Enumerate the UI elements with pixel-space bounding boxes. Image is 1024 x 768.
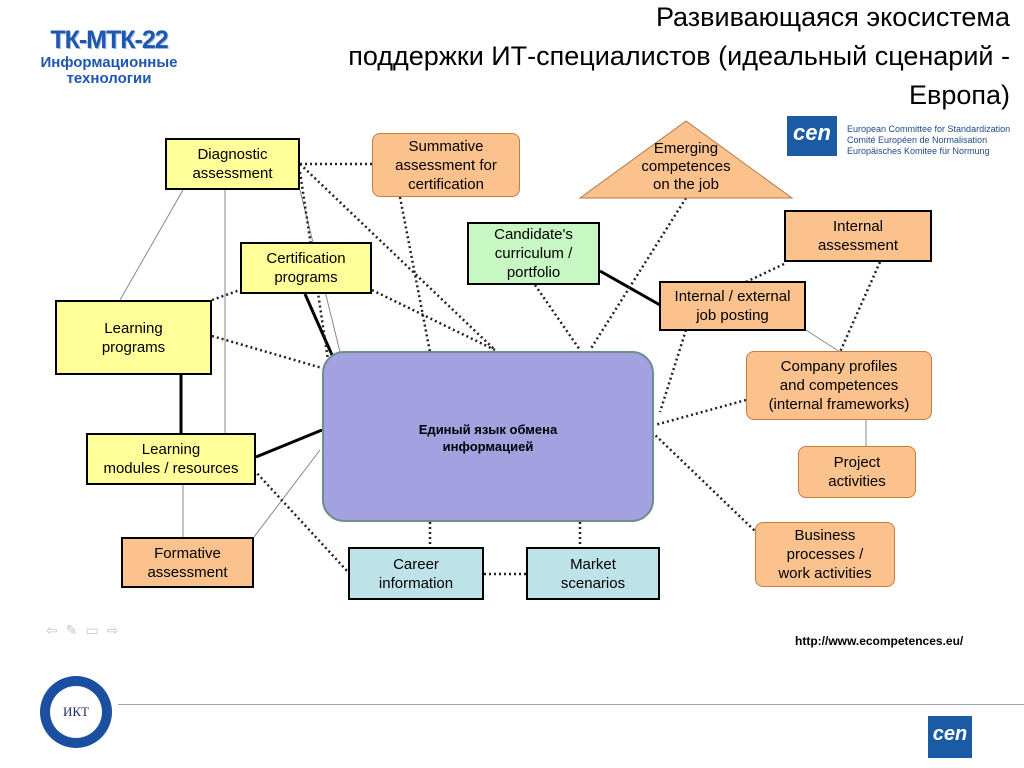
- node-text: Business: [794, 527, 856, 544]
- node-text: Learning: [141, 441, 201, 458]
- node-text: Certification: [266, 250, 346, 267]
- node-text: and competences: [779, 377, 899, 394]
- node-text: Project: [833, 454, 881, 471]
- node-certification-programs: Certification programs: [240, 242, 372, 294]
- node-company-profiles: Company profiles and competences (internal…: [746, 351, 932, 420]
- node-text: assessment: [192, 165, 273, 182]
- cen-line-3: Europäisches Komitee für Normung: [847, 146, 990, 156]
- node-text: curriculum /: [494, 245, 573, 262]
- pen-icon[interactable]: ✎: [65, 622, 86, 638]
- prev-arrow-icon[interactable]: ⇦: [46, 622, 66, 638]
- node-text: Company profiles: [780, 358, 898, 375]
- node-text: on the job: [653, 176, 719, 193]
- node-text: scenarios: [560, 574, 626, 592]
- node-text: modules / resources: [103, 460, 239, 477]
- center-line-1: Единый язык обмена: [418, 422, 558, 437]
- node-text: assessment: [817, 237, 899, 254]
- source-url[interactable]: http://www.ecompetences.eu/: [795, 634, 964, 648]
- node-text: Emerging: [653, 140, 719, 157]
- cen-line-1: European Committee for Standardization: [847, 124, 1011, 134]
- node-job-posting: Internal / external job posting: [659, 281, 806, 331]
- tk-logo-title: ТК-МТК-22: [50, 26, 168, 54]
- node-text: programs: [101, 338, 166, 356]
- node-business-processes: Business processes / work activities: [755, 522, 895, 587]
- node-text: assessment for: [395, 156, 497, 174]
- node-text: certification: [408, 175, 484, 193]
- tk-logo: ТК-МТК-22 Информационные технологии: [28, 26, 190, 87]
- node-text: information: [378, 574, 454, 592]
- footer-divider: [118, 704, 1024, 705]
- node-text: (internal frameworks): [768, 396, 910, 413]
- cen-logo-bottom: cen: [928, 716, 972, 758]
- node-text: processes /: [786, 546, 864, 563]
- node-text: Market: [570, 555, 616, 573]
- node-text: Formative: [154, 544, 221, 562]
- node-emerging-competences: Emerging competences on the job: [600, 140, 772, 194]
- emerging-triangle: [578, 120, 794, 199]
- node-text: work activities: [778, 565, 872, 582]
- node-project-activities: Project activities: [798, 446, 916, 498]
- cen-text: European Committee for Standardization C…: [847, 124, 1010, 157]
- slide-nav[interactable]: ⇦✎▭⇨: [46, 622, 126, 639]
- title-line-2: поддержки ИТ-специалистов (идеальный сце…: [348, 41, 1010, 71]
- center-line-2: информацией: [442, 439, 534, 454]
- thin-gray-lines: [119, 189, 867, 538]
- cen-line-2: Comité Européen de Normalisation: [847, 135, 988, 145]
- node-text: Internal: [832, 218, 884, 235]
- title-line-1: Развивающаяся экосистема: [655, 2, 1010, 32]
- node-text: portfolio: [506, 264, 561, 281]
- ikt-logo-text: ИКТ: [50, 686, 102, 738]
- cen-logo: cen European Committee for Standardizati…: [787, 116, 1010, 156]
- node-internal-assessment: Internal assessment: [784, 210, 932, 262]
- node-text: Learning: [104, 319, 163, 337]
- ikt-logo: ИКТ: [40, 676, 112, 748]
- node-text: activities: [828, 473, 886, 490]
- tk-logo-line2: Информационные: [40, 54, 178, 71]
- title-line-3: Европа): [908, 80, 1010, 110]
- tk-logo-line3: технологии: [66, 70, 152, 87]
- slide-title: Развивающаяся экосистема поддержки ИТ-сп…: [150, 0, 1010, 115]
- node-diagnostic-assessment: Diagnostic assessment: [165, 138, 300, 190]
- node-text: competences: [641, 158, 731, 175]
- node-learning-modules: Learning modules / resources: [86, 433, 256, 485]
- center-common-language: Единый язык обмена информацией: [322, 351, 654, 522]
- node-text: job posting: [696, 307, 769, 324]
- node-text: Summative: [408, 137, 484, 155]
- node-text: Internal / external: [674, 288, 791, 305]
- cen-mark: cen: [787, 116, 837, 156]
- node-text: Diagnostic: [197, 146, 268, 163]
- node-text: programs: [274, 269, 338, 286]
- node-text: Career: [393, 555, 439, 573]
- node-candidate-portfolio: Candidate's curriculum / portfolio: [467, 222, 600, 285]
- node-text: assessment: [147, 563, 228, 581]
- node-text: Candidate's: [494, 226, 573, 243]
- next-arrow-icon[interactable]: ⇨: [106, 622, 127, 638]
- menu-icon[interactable]: ▭: [85, 622, 107, 638]
